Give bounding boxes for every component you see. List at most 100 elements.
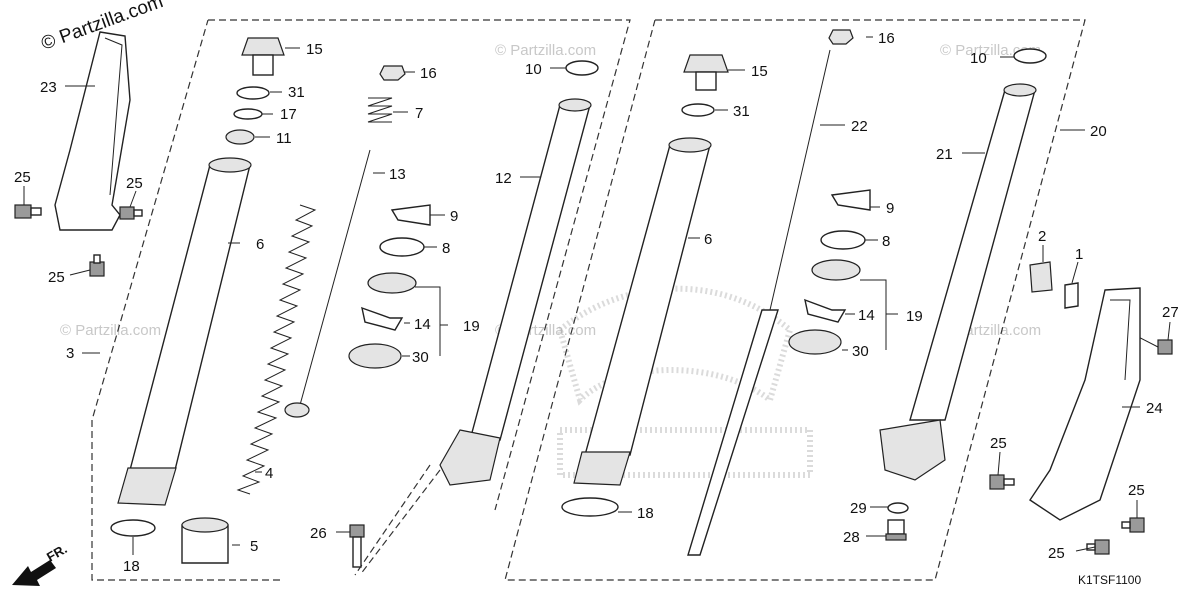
part-14-clip xyxy=(361,306,404,331)
callout-23: 23 xyxy=(40,79,57,96)
part-25-bolt xyxy=(119,206,143,220)
callout-6: 6 xyxy=(704,231,712,248)
callout-24: 24 xyxy=(1146,400,1163,417)
callout-25: 25 xyxy=(48,269,65,286)
callout-labels: 23 25 25 25 3 6 4 5 18 15 31 17 11 16 7 … xyxy=(14,30,1179,575)
diagram-code: K1TSF1100 xyxy=(1078,573,1141,587)
part-20-axle-holder xyxy=(879,419,946,481)
callout-3: 3 xyxy=(66,345,74,362)
callout-16: 16 xyxy=(420,65,437,82)
part-9-stopper-ring xyxy=(390,204,431,226)
part-18-snap-ring xyxy=(110,519,156,537)
callout-5: 5 xyxy=(250,538,258,555)
callout-13: 13 xyxy=(389,166,406,183)
callout-4: 4 xyxy=(265,465,273,482)
part-25-bolt xyxy=(89,254,105,277)
callout-25: 25 xyxy=(14,169,31,186)
part-30-dust-seal xyxy=(788,329,842,355)
callout-9: 9 xyxy=(450,208,458,225)
callout-14: 14 xyxy=(858,307,875,324)
callout-6: 6 xyxy=(256,236,264,253)
part-30-dust-seal xyxy=(348,343,402,369)
callout-22: 22 xyxy=(851,118,868,135)
callout-19: 19 xyxy=(906,308,923,325)
callout-19: 19 xyxy=(463,318,480,335)
callout-9: 9 xyxy=(886,200,894,217)
callout-10: 10 xyxy=(525,61,542,78)
part-31-o-ring xyxy=(681,103,715,117)
part-7-rebound-spring xyxy=(367,97,393,123)
part-12-inner-tube xyxy=(469,104,591,441)
watermark: © Partzilla.com xyxy=(495,42,596,59)
part-31-o-ring xyxy=(236,86,270,100)
callout-30: 30 xyxy=(852,343,869,360)
part-15-fork-bolt xyxy=(683,54,729,91)
callout-14: 14 xyxy=(414,316,431,333)
part-10-guide-bushing xyxy=(1013,48,1047,64)
part-22-damper-rod xyxy=(769,49,831,311)
callout-17: 17 xyxy=(280,106,297,123)
callout-25: 25 xyxy=(990,435,1007,452)
part-14-clip xyxy=(804,298,847,323)
callout-25: 25 xyxy=(1128,482,1145,499)
part-8-back-up-ring xyxy=(820,230,866,250)
callout-27: 27 xyxy=(1162,304,1179,321)
part-23-fork-guard xyxy=(54,31,131,231)
callout-28: 28 xyxy=(843,529,860,546)
callout-7: 7 xyxy=(415,105,423,122)
part-2-clamp xyxy=(1029,261,1053,293)
part-25-bolt xyxy=(989,474,1015,490)
part-26-bolt xyxy=(349,524,365,568)
part-15-fork-bolt xyxy=(241,37,285,76)
part-11-washer xyxy=(225,129,255,145)
part-19-oil-seal-set xyxy=(367,272,417,294)
callout-2: 2 xyxy=(1038,228,1046,245)
callout-20: 20 xyxy=(1090,123,1107,140)
part-4-fork-spring xyxy=(236,204,317,495)
part-8-back-up-ring xyxy=(379,237,425,257)
callout-12: 12 xyxy=(495,170,512,187)
part-17-clip xyxy=(233,108,263,120)
part-28-bolt xyxy=(885,519,907,541)
part-6-outer-tube xyxy=(584,144,711,456)
direction-label: FR. xyxy=(44,541,70,564)
callout-26: 26 xyxy=(310,525,327,542)
left-fork-frame xyxy=(91,19,631,581)
callout-10: 10 xyxy=(970,50,987,67)
callout-31: 31 xyxy=(288,84,305,101)
part-16-nut xyxy=(828,29,854,45)
part-10-guide-bushing xyxy=(565,60,599,76)
callout-25: 25 xyxy=(126,175,143,192)
callout-21: 21 xyxy=(936,146,953,163)
callout-25: 25 xyxy=(1048,545,1065,562)
callout-8: 8 xyxy=(882,233,890,250)
part-21-inner-tube xyxy=(909,89,1036,421)
part-19-oil-seal-set xyxy=(811,259,861,281)
callout-11: 11 xyxy=(276,130,292,147)
part-6-outer-tube xyxy=(129,164,251,471)
part-25-bolt xyxy=(14,204,42,219)
bolt-26-frame xyxy=(354,464,441,576)
part-13-damper-rod xyxy=(299,149,371,406)
right-fork-frame xyxy=(504,19,1086,581)
part-18-snap-ring xyxy=(561,497,619,517)
part-9-stopper-ring xyxy=(830,189,871,211)
callout-29: 29 xyxy=(850,500,867,517)
callout-30: 30 xyxy=(412,349,429,366)
part-25-bolt xyxy=(1121,517,1145,533)
part-25-bolt xyxy=(1086,539,1110,555)
watermark: © Partzilla.com xyxy=(60,322,161,339)
callout-16: 16 xyxy=(878,30,895,47)
callout-15: 15 xyxy=(306,41,323,58)
callout-8: 8 xyxy=(442,240,450,257)
callout-1: 1 xyxy=(1075,246,1083,263)
part-24-fork-guard xyxy=(1029,287,1141,521)
callout-18: 18 xyxy=(123,558,140,575)
part-1-clip xyxy=(1064,282,1079,309)
callout-15: 15 xyxy=(751,63,768,80)
front-direction-arrow: FR. xyxy=(12,541,70,586)
callout-18: 18 xyxy=(637,505,654,522)
leader-lines xyxy=(23,36,1171,555)
part-29-washer xyxy=(887,502,909,514)
